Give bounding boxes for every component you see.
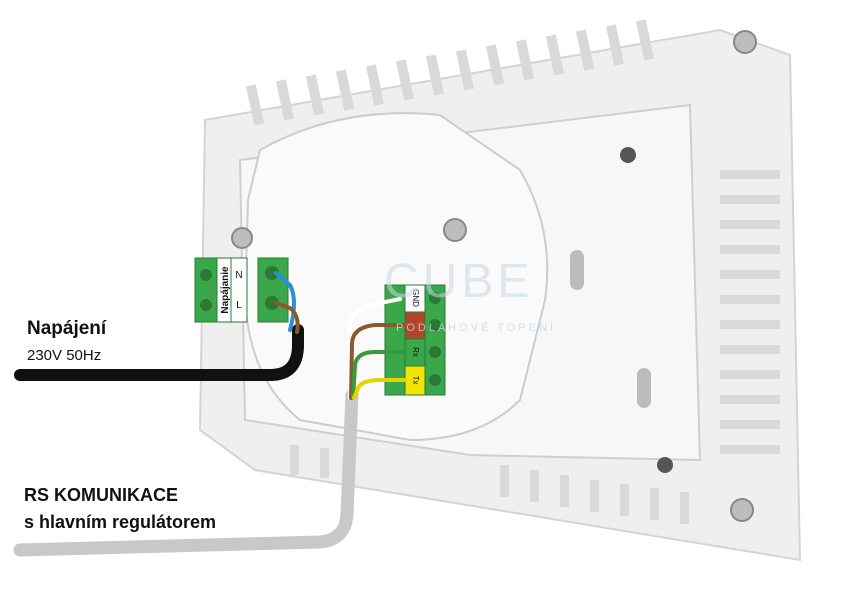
wires (13, 271, 407, 557)
comm-pin-rx (429, 346, 441, 358)
wire-yellow-tx (352, 378, 407, 400)
comm-terminal-block: GND Rx Tx (384, 284, 446, 396)
comm-pin-label-gnd: GND (411, 289, 420, 307)
comm-pin-label-tx: Tx (411, 376, 420, 385)
power-screw-bottom (200, 299, 212, 311)
power-terminal-title: Napájanie (220, 266, 231, 314)
comm-pin-gnd (429, 292, 441, 304)
power-pin-n (265, 266, 279, 280)
wire-white-gnd (348, 297, 402, 400)
power-label-spec: 230V 50Hz (27, 347, 102, 364)
wire-brown-l (274, 301, 300, 334)
back-cover (231, 112, 549, 442)
power-screw-top (200, 269, 212, 281)
comm-pin-label-rx: Rx (411, 347, 420, 357)
power-pin-label-l: L (236, 300, 242, 311)
power-pin-l (265, 296, 279, 310)
rs-label-line1: RS KOMUNIKACE (24, 485, 179, 505)
wire-blue-n (274, 271, 296, 332)
watermark-tagline: PODLAHOVÉ TOPENÍ (396, 322, 557, 334)
comm-pin-tx (429, 374, 441, 386)
watermark-brand: CUBE (384, 255, 534, 308)
power-terminal-block: Napájanie N L (194, 257, 289, 323)
comm-pin-2 (429, 319, 441, 331)
comm-cable (13, 388, 359, 557)
wire-green-rx (351, 350, 407, 400)
wire-brown (349, 323, 407, 400)
power-pin-label-n: N (235, 270, 242, 281)
power-label-title: Napájení (27, 318, 107, 339)
rs-label-line2: s hlavním regulátorem (24, 512, 217, 532)
power-cable (14, 324, 304, 381)
